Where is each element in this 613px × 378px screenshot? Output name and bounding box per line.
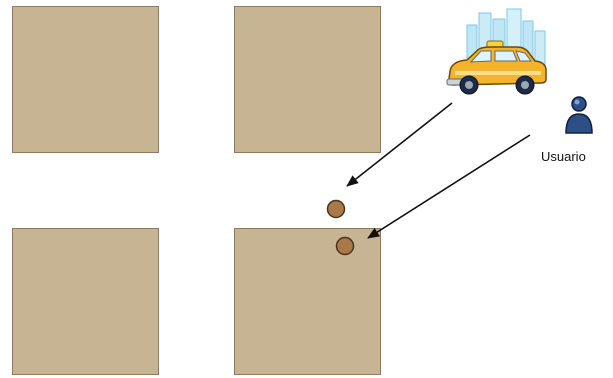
taxi-location-dot [326,199,346,219]
city-block-top-left [12,6,159,153]
user-location-dot [335,236,355,256]
city-block-top-right [234,6,381,153]
taxi-arrow [346,102,453,187]
taxi-icon [446,8,547,95]
user-icon [565,96,593,134]
city-block-bottom-left [12,228,159,375]
user-label: Usuario [541,149,586,164]
city-block-bottom-right [234,228,381,375]
user-arrow [367,134,531,239]
